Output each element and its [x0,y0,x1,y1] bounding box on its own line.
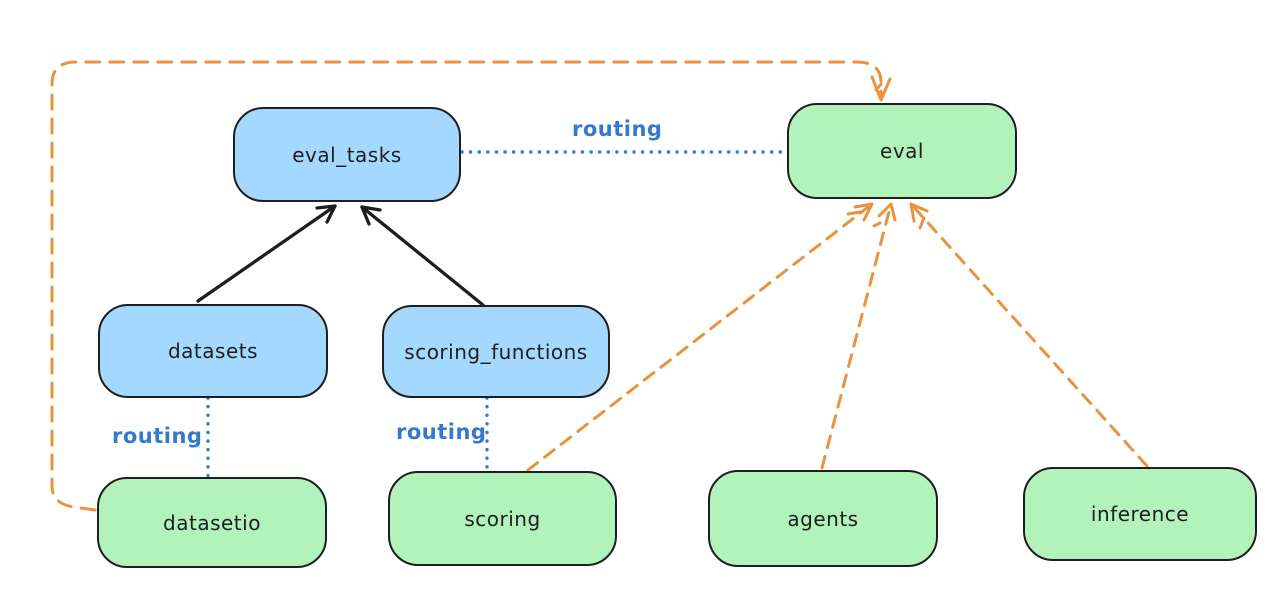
node-eval-tasks-label: eval_tasks [292,142,402,167]
edge-scoring-to-eval [526,202,874,472]
edge-label-routing-scoring: routing [396,420,487,444]
node-scoring: scoring [388,471,617,566]
node-datasets: datasets [98,304,328,398]
edge-agents-to-eval [820,202,897,470]
node-scoring-label: scoring [464,506,541,531]
node-inference: inference [1023,467,1257,561]
node-eval-label: eval [880,139,924,163]
node-agents: agents [708,470,938,567]
edge-inference-to-eval [909,202,1149,468]
node-datasetio-label: datasetio [163,510,261,535]
node-eval: eval [787,103,1017,199]
node-agents-label: agents [787,506,859,531]
node-scoring-functions: scoring_functions [382,305,610,398]
edge-datasetio-to-eval [50,60,892,512]
node-datasetio: datasetio [97,477,327,568]
edge-scoring_functions-to-eval_tasks [360,205,485,307]
edge-datasets-to-eval_tasks [196,204,337,303]
node-datasets-label: datasets [167,339,259,363]
edge-label-routing-datasets: routing [112,424,203,448]
node-inference-label: inference [1090,502,1190,526]
edge-label-routing-top: routing [572,117,663,141]
node-scoring-functions-label: scoring_functions [404,339,588,364]
node-eval-tasks: eval_tasks [233,107,461,202]
